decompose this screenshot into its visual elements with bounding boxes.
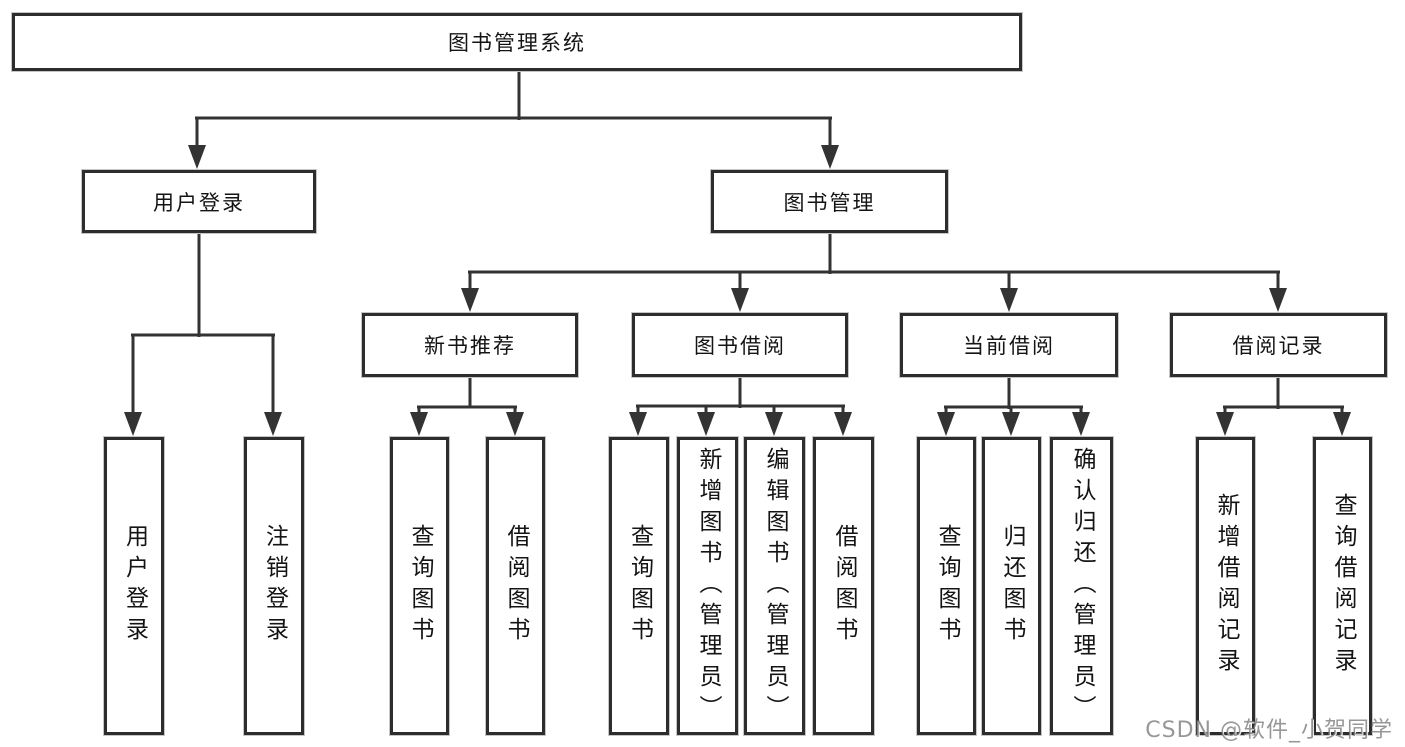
leaf-user-login: 用户登录 xyxy=(104,437,164,735)
node-book-borrowing: 图书借阅 xyxy=(632,313,848,377)
node-library-management-system: 图书管理系统 xyxy=(12,13,1022,71)
leaf-confirm-return-admin: 确认归还（管理员） xyxy=(1050,437,1113,735)
leaf-borrow-books: 借阅图书 xyxy=(813,437,874,735)
node-book-management: 图书管理 xyxy=(711,170,948,233)
leaf-add-borrow-record: 新增借阅记录 xyxy=(1196,437,1255,735)
leaf-query-borrow-record: 查询借阅记录 xyxy=(1313,437,1372,735)
leaf-query-books-current: 查询图书 xyxy=(917,437,976,735)
arrowhead-icons xyxy=(124,145,1351,436)
leaf-borrow-books-recommend: 借阅图书 xyxy=(486,437,545,735)
connector-stems xyxy=(197,70,1280,409)
connector-buses xyxy=(131,116,1344,409)
node-current-borrowing: 当前借阅 xyxy=(900,313,1118,377)
leaf-add-book-admin: 新增图书（管理员） xyxy=(677,437,738,735)
leaf-edit-book-admin: 编辑图书（管理员） xyxy=(744,437,805,735)
leaf-return-book: 归还图书 xyxy=(982,437,1041,735)
watermark: CSDN @软件_小贺同学 xyxy=(1145,718,1393,743)
node-new-book-recommendation: 新书推荐 xyxy=(362,313,578,377)
leaf-logout: 注销登录 xyxy=(244,437,304,735)
leaf-query-books-recommend: 查询图书 xyxy=(390,437,449,735)
node-borrowing-records: 借阅记录 xyxy=(1170,313,1387,377)
node-user-login: 用户登录 xyxy=(82,170,316,233)
leaf-query-books-borrow: 查询图书 xyxy=(609,437,669,735)
